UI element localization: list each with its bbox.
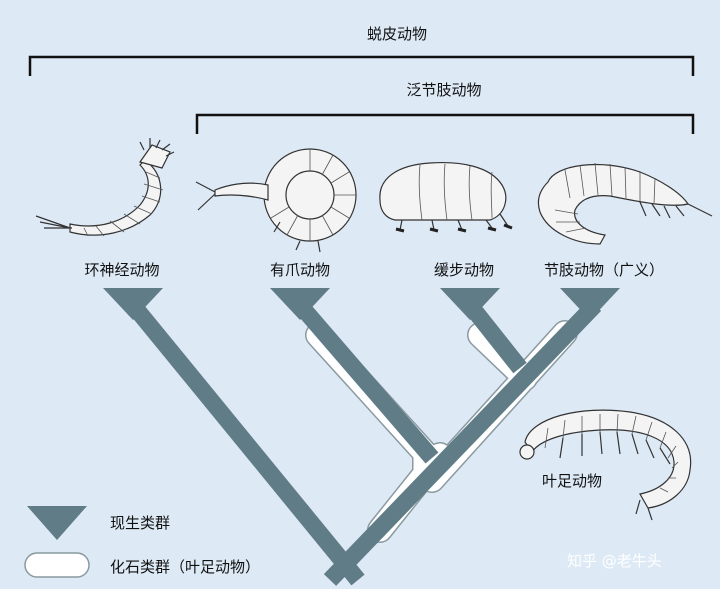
fossil-taxon-label: 叶足动物 — [542, 472, 602, 490]
legend: 现生类群 化石类群（叶足动物） — [24, 506, 260, 578]
ecdysozoa-label: 蜕皮动物 — [367, 25, 427, 43]
legend-living-swatch — [27, 506, 87, 540]
legend-fossil-label: 化石类群（叶足动物） — [110, 558, 260, 576]
legend-fossil-swatch — [24, 552, 90, 578]
taxon-label-arthropoda: 节肢动物（广义） — [544, 261, 664, 279]
cycloneuralia-illustration — [35, 138, 175, 237]
tardigrada-illustration — [379, 162, 513, 233]
living-lineages — [126, 299, 602, 586]
triangle-marker-onychophora — [270, 288, 330, 320]
triangle-marker-tardigrada — [440, 288, 500, 320]
taxon-label-tardigrada: 缓步动物 — [434, 261, 494, 279]
legend-living-label: 现生类群 — [110, 514, 170, 532]
panarthropoda-bracket — [195, 113, 695, 134]
arthropoda-illustration — [537, 162, 713, 245]
onychophora-illustration — [195, 148, 357, 253]
triangle-marker-cycloneuralia — [103, 288, 163, 320]
triangle-marker-arthropoda — [560, 288, 620, 320]
taxon-label-cycloneuralia: 环神经动物 — [84, 261, 159, 279]
taxon-label-onychophora: 有爪动物 — [270, 261, 330, 279]
lobopodian-illustration — [519, 409, 692, 521]
panarthropoda-label: 泛节肢动物 — [406, 81, 481, 99]
ecdysozoa-bracket — [28, 55, 695, 76]
watermark-text: 知乎 @老牛头 — [567, 552, 662, 570]
